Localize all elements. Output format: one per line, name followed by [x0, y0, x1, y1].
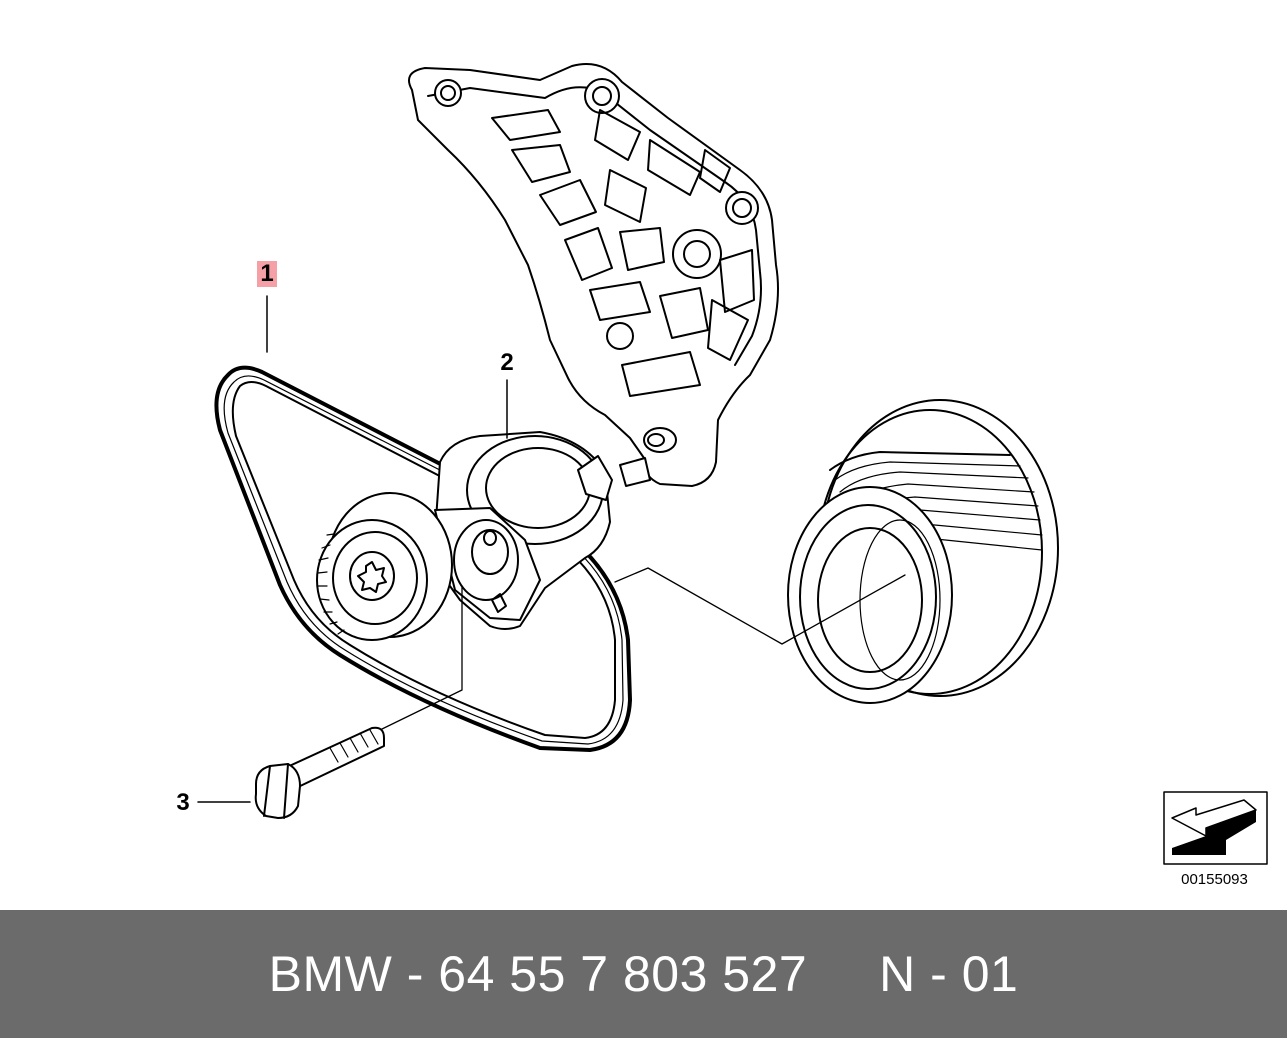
mounting-bracket [408, 63, 779, 487]
callout-part-3[interactable]: 3 [176, 789, 190, 816]
parts-diagram: 1 2 3 00155093 [176, 63, 1268, 888]
callout-part-2[interactable]: 2 [500, 349, 514, 376]
callout-part-1[interactable]: 1 [257, 261, 277, 287]
diagram-image-code: 00155093 [1181, 871, 1248, 888]
belt-tensioner [316, 431, 613, 641]
alignment-leader [614, 567, 906, 645]
centerline [379, 585, 463, 731]
hex-bolt [254, 726, 385, 819]
part-number-caption: BMW - 64 55 7 803 527 N - 01 [268, 946, 1019, 1002]
crankshaft-pulley [787, 399, 1059, 704]
direction-arrow-icon [1163, 791, 1268, 865]
footer-banner: BMW - 64 55 7 803 527 N - 01 [0, 910, 1287, 1038]
exploded-view-drawing [197, 63, 1268, 865]
